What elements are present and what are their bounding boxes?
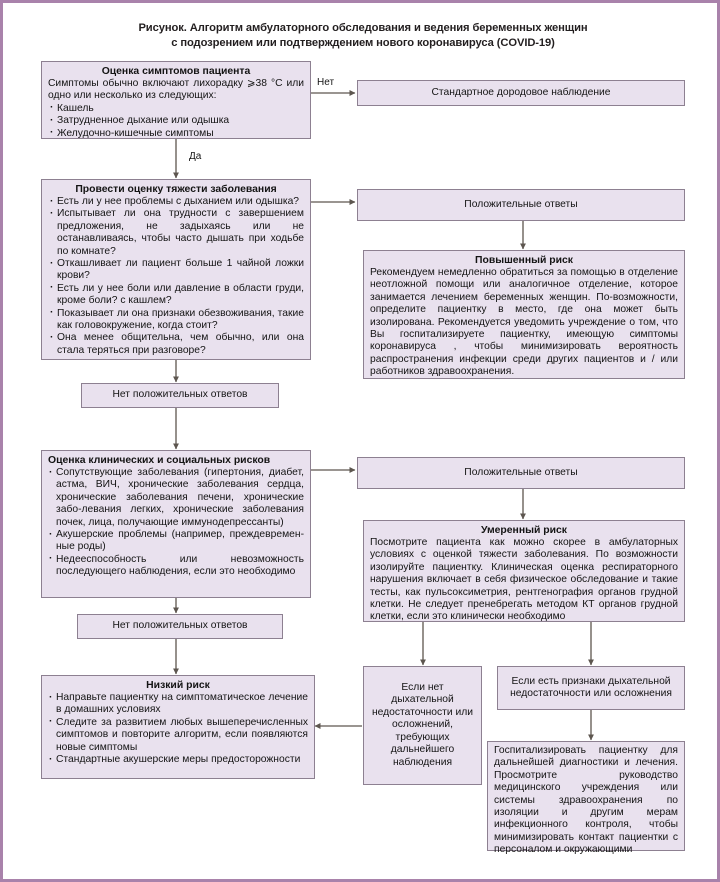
node-high-risk: Повышенный риск Рекомендуем немедленно о… [363,250,685,379]
list-item: Направьте пациентку на симптоматическое … [48,692,308,717]
list-item: Желудочно-кишечные симптомы [48,127,304,140]
node-low-risk: Низкий риск Направьте пациентку на симпт… [41,675,315,779]
hospitalize-body: Госпитализировать пациентку для дальнейш… [494,745,678,856]
node-standard-prenatal: Стандартное дородовое наблюдение [357,80,685,106]
node-positive-answers-2: Положительные ответы [357,457,685,489]
node-moderate-risk: Умеренный риск Посмотрите пациента как м… [363,520,685,622]
has-respiratory-failure-label: Если есть признаки дыхательной недостато… [510,675,672,699]
figure-title: Рисунок. Алгоритм амбулаторного обследов… [63,21,663,51]
standard-prenatal-label: Стандартное дородовое наблюдение [431,86,611,98]
node-clinical-social-risks: Оценка клинических и социальных рисков С… [41,450,311,598]
positive-answers-2-label: Положительные ответы [464,466,578,478]
list-item: Испытывает ли она трудности с завершение… [48,208,304,258]
node-no-positive-answers-2: Нет положительных ответов [77,614,283,639]
figure-title-line-1: Рисунок. Алгоритм амбулаторного обследов… [138,22,588,34]
edge-label-yes: Да [189,151,202,162]
clinical-social-risks-bullets: Сопутствующие заболевания (гипертония, д… [48,466,304,579]
node-no-respiratory-failure: Если нет дыхательной недостаточности или… [363,666,482,785]
list-item: Акушерские проблемы (например, преждевре… [48,529,304,554]
positive-answers-1-label: Положительные ответы [464,198,578,210]
list-item: Откашливает ли пациент больше 1 чайной л… [48,258,304,283]
list-item: Есть ли у нее боли или давление в област… [48,282,304,308]
low-risk-bullets: Направьте пациентку на симптоматическое … [48,692,308,767]
symptom-assessment-header: Оценка симптомов пациента [101,66,251,77]
node-positive-answers-1: Положительные ответы [357,189,685,221]
list-item: Затрудненное дыхание или одышка [48,115,304,128]
list-item: Стандартные акушерские меры предосторожн… [48,754,308,767]
clinical-social-risks-header: Оценка клинических и социальных рисков [48,455,271,466]
high-risk-header: Повышенный риск [475,255,573,266]
list-item: Сопутствующие заболевания (гипертония, д… [48,466,304,529]
no-respiratory-failure-label: Если нет дыхательной недостаточности или… [371,682,474,768]
connector-layer [173,90,594,741]
list-item: Недееспособность или невозможность после… [48,553,304,579]
severity-assessment-bullets: Есть ли у нее проблемы с дыханием или од… [48,195,304,357]
moderate-risk-body: Посмотрите пациента как можно скорее в а… [370,537,678,623]
severity-assessment-header: Провести оценку тяжести заболевания [75,184,277,195]
node-symptom-assessment: Оценка симптомов пациента Симптомы обычн… [41,61,311,140]
low-risk-header: Низкий риск [146,680,210,691]
node-has-respiratory-failure: Если есть признаки дыхательной недостато… [497,666,685,710]
symptom-assessment-intro: Симптомы обычно включают лихорадку ⩾38 °… [48,78,304,102]
edge-label-no: Нет [317,77,335,88]
moderate-risk-header: Умеренный риск [481,525,567,536]
no-positive-answers-2-label: Нет положительных ответов [112,620,248,632]
list-item: Кашель [48,102,304,115]
symptom-assessment-bullets: Кашель Затрудненное дыхание или одышка Ж… [48,102,304,140]
list-item: Она менее общительна, чем обычно, или он… [48,332,304,357]
list-item: Показывает ли она признаки обезвоживания… [48,307,304,333]
figure-title-line-2: с подозрением или подтверждением нового … [171,37,555,49]
node-hospitalize: Госпитализировать пациентку для дальнейш… [487,741,685,855]
no-positive-answers-1-label: Нет положительных ответов [112,389,248,401]
list-item: Следите за развитием любых вышеперечисле… [48,716,308,754]
high-risk-body: Рекомендуем немедленно обратиться за пом… [370,267,678,378]
list-item: Есть ли у нее проблемы с дыханием или од… [48,195,304,208]
node-severity-assessment: Провести оценку тяжести заболевания Есть… [41,179,311,360]
node-no-positive-answers-1: Нет положительных ответов [81,383,279,408]
